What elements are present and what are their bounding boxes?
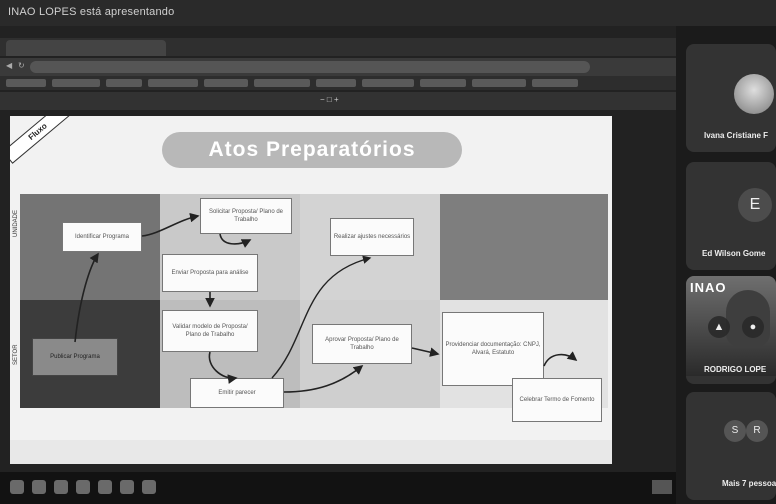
pdf-toolbar: − □ + xyxy=(0,92,676,110)
participant-name: RODRIGO LOPE xyxy=(704,365,767,374)
participant-tile[interactable]: Ivana Cristiane F xyxy=(686,44,776,152)
bookmark-item[interactable] xyxy=(472,79,526,87)
browser-icon[interactable] xyxy=(98,480,112,494)
reload-icon[interactable]: ↻ xyxy=(18,61,25,70)
flow-card: Identificar Programa xyxy=(62,222,142,252)
slide-title: Atos Preparatórios xyxy=(162,132,462,168)
document-icon[interactable] xyxy=(142,480,156,494)
flow-card: Validar modelo de Proposta/ Plano de Tra… xyxy=(162,310,258,352)
bookmark-item[interactable] xyxy=(106,79,142,87)
zoom-controls-icon[interactable]: − □ + xyxy=(320,95,339,104)
flow-card: Realizar ajustes necessários xyxy=(330,218,414,256)
presenter-bar: INAO LOPES está apresentando xyxy=(0,0,776,26)
address-field[interactable] xyxy=(30,61,590,73)
avatar: S xyxy=(724,420,746,442)
flow-card: Emitir parecer xyxy=(190,378,284,408)
bookmark-item[interactable] xyxy=(420,79,466,87)
flow-card: Publicar Programa xyxy=(32,338,118,376)
participant-tile-more[interactable]: S R Mais 7 pessoa xyxy=(686,392,776,500)
pin-icon[interactable]: ▲ xyxy=(708,316,730,338)
lane-label: SETOR xyxy=(13,344,19,365)
bookmark-item[interactable] xyxy=(148,79,198,87)
participant-name: Ivana Cristiane F xyxy=(704,131,769,140)
clock-icon xyxy=(652,480,672,494)
browser-tabstrip xyxy=(0,38,676,56)
bookmark-item[interactable] xyxy=(204,79,248,87)
presenter-banner: INAO LOPES está apresentando xyxy=(8,6,175,18)
shared-screen: ◀ ↻ − □ + Fluxo Atos Preparatórios UNIDA… xyxy=(0,26,676,472)
participant-tile[interactable]: E Ed Wilson Gome xyxy=(686,162,776,270)
flow-card: Solicitar Proposta/ Plano de Trabalho xyxy=(200,198,292,234)
folder-icon[interactable] xyxy=(76,480,90,494)
bookmark-item[interactable] xyxy=(362,79,414,87)
video-logo: INAO xyxy=(690,280,727,295)
browser-urlbar: ◀ ↻ xyxy=(0,58,676,76)
avatar: E xyxy=(738,188,772,222)
participant-name: Mais 7 pessoa xyxy=(722,479,776,488)
chrome-icon[interactable] xyxy=(120,480,134,494)
taskbar xyxy=(0,472,676,504)
back-icon[interactable]: ◀ xyxy=(6,61,13,70)
bookmark-item[interactable] xyxy=(254,79,310,87)
flow-card: Celebrar Termo de Fomento xyxy=(512,378,602,422)
start-icon[interactable] xyxy=(10,480,24,494)
bookmarks-bar xyxy=(0,76,676,90)
avatar: R xyxy=(746,420,768,442)
participant-name: Ed Wilson Gome xyxy=(702,249,766,258)
mic-icon[interactable]: ● xyxy=(742,316,764,338)
flow-card: Enviar Proposta para análise xyxy=(162,254,258,292)
participant-tile[interactable]: INAO ▲ ● RODRIGO LOPE xyxy=(686,276,776,384)
browser-tab[interactable] xyxy=(6,40,166,56)
taskview-icon[interactable] xyxy=(54,480,68,494)
bookmark-item[interactable] xyxy=(52,79,100,87)
bookmark-item[interactable] xyxy=(316,79,356,87)
search-icon[interactable] xyxy=(32,480,46,494)
presentation-slide: Fluxo Atos Preparatórios UNIDADE SETOR I… xyxy=(10,116,612,440)
bookmark-item[interactable] xyxy=(532,79,578,87)
lane-band xyxy=(440,194,608,300)
mini-avatars: S R xyxy=(724,420,774,444)
slide-ribbon: Fluxo xyxy=(10,116,74,164)
flow-card: Aprovar Proposta/ Plano de Trabalho xyxy=(312,324,412,364)
bookmark-item[interactable] xyxy=(6,79,46,87)
participants-panel: Ivana Cristiane F E Ed Wilson Gome INAO … xyxy=(678,26,776,504)
avatar xyxy=(734,74,774,114)
lane-label: UNIDADE xyxy=(13,209,19,237)
next-slide-preview xyxy=(10,440,612,464)
flow-card: Providenciar documentação: CNPJ, Alvará,… xyxy=(442,312,544,386)
